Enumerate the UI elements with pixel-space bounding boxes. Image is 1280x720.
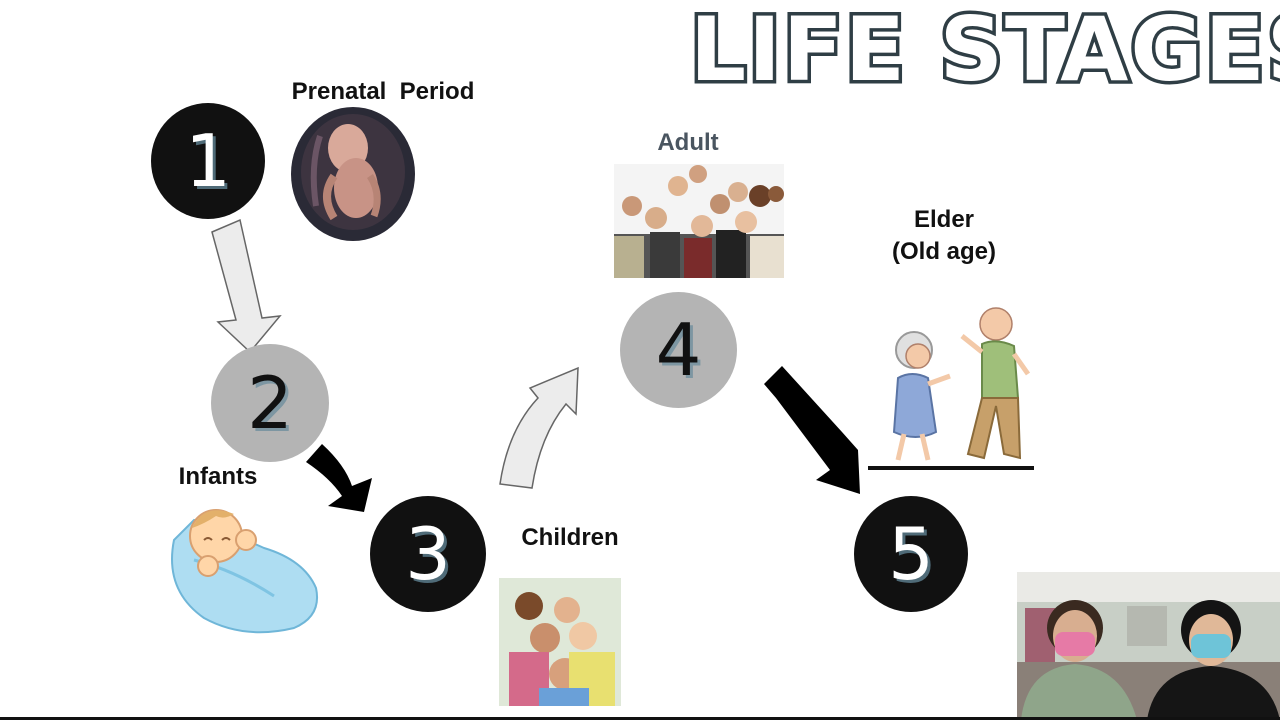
adult-photo [614, 164, 784, 278]
stage-3-circle: 3 [370, 496, 486, 612]
arrow-1-to-2 [211, 218, 282, 354]
stage-1-number: 1 [185, 119, 231, 203]
stage-4-number: 4 [655, 308, 702, 392]
slide-title: LIFE STAGES [687, 0, 1280, 103]
elders-image [884, 304, 1034, 466]
webcam-video [1017, 572, 1280, 720]
fetus-image [290, 106, 416, 242]
stage-1-circle: 1 [151, 103, 265, 219]
stage-5-label: Elder (Old age) [874, 204, 1014, 268]
stage-5-circle: 5 [854, 496, 968, 612]
stage-1-label: Prenatal Period [291, 78, 475, 105]
stage-5-label-line1: Elder [913, 206, 975, 233]
stage-2-number: 2 [247, 361, 293, 445]
bottom-border [0, 717, 1280, 720]
arrow-4-to-5 [764, 366, 860, 494]
ground-line [868, 466, 1034, 470]
arrow-3-to-4 [499, 366, 579, 489]
stage-2-label: Infants [178, 463, 258, 490]
children-photo [499, 578, 621, 706]
baby-image [164, 500, 320, 638]
arrow-2-to-3 [306, 444, 372, 512]
stage-5-label-line2: (Old age) [891, 238, 996, 265]
stage-3-number: 3 [405, 512, 451, 596]
stage-3-label: Children [521, 524, 619, 551]
stage-2-circle: 2 [211, 344, 329, 462]
stage-5-number: 5 [888, 512, 934, 596]
stage-4-circle: 4 [620, 292, 737, 408]
stage-4-label: Adult [657, 129, 719, 156]
